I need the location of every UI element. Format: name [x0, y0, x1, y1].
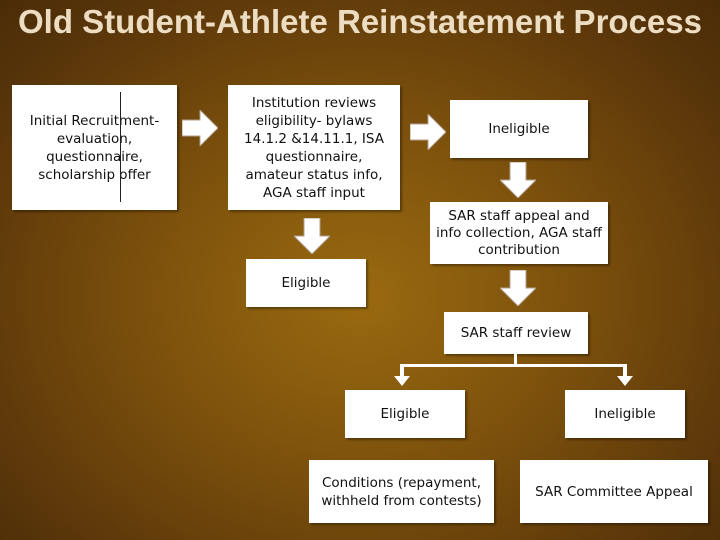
sar-appeal-box: SAR staff appeal and info collection, AG…	[430, 202, 608, 264]
arrow-down-icon	[617, 364, 633, 386]
eligible-mid-label: Eligible	[380, 406, 430, 422]
slide-title: Old Student-Athlete Reinstatement Proces…	[18, 3, 702, 40]
sar-committee-box: SAR Committee Appeal	[520, 460, 708, 523]
institution-reviews-label: Institution reviews eligibility- bylaws …	[244, 94, 384, 201]
eligible-left-box: Eligible	[246, 259, 366, 307]
initial-recruitment-label: Initial Recruitment- evaluation, questio…	[29, 112, 160, 183]
conditions-box: Conditions (repayment, withheld from con…	[309, 460, 494, 523]
sar-committee-label: SAR Committee Appeal	[535, 483, 693, 500]
conditions-label: Conditions (repayment, withheld from con…	[321, 474, 482, 509]
eligible-left-label: Eligible	[281, 275, 331, 291]
sar-appeal-label: SAR staff appeal and info collection, AG…	[436, 207, 602, 258]
arrow-down-icon	[294, 218, 330, 254]
arrow-right-icon	[182, 110, 218, 146]
institution-reviews-box: Institution reviews eligibility- bylaws …	[228, 85, 400, 210]
ineligible-mid-box: Ineligible	[565, 390, 685, 438]
arrow-down-icon	[500, 162, 536, 198]
initial-box-divider	[120, 92, 121, 202]
initial-recruitment-box: Initial Recruitment- evaluation, questio…	[12, 85, 177, 210]
arrow-down-icon	[500, 270, 536, 306]
branch-horizontal	[401, 364, 626, 367]
arrow-down-icon	[394, 364, 410, 386]
arrow-right-icon	[410, 114, 446, 150]
sar-review-label: SAR staff review	[460, 325, 572, 341]
branch-stem	[514, 354, 517, 366]
ineligible-mid-label: Ineligible	[594, 406, 656, 422]
sar-review-box: SAR staff review	[444, 312, 588, 354]
ineligible-top-box: Ineligible	[450, 100, 588, 158]
eligible-mid-box: Eligible	[345, 390, 465, 438]
ineligible-top-label: Ineligible	[488, 121, 550, 137]
